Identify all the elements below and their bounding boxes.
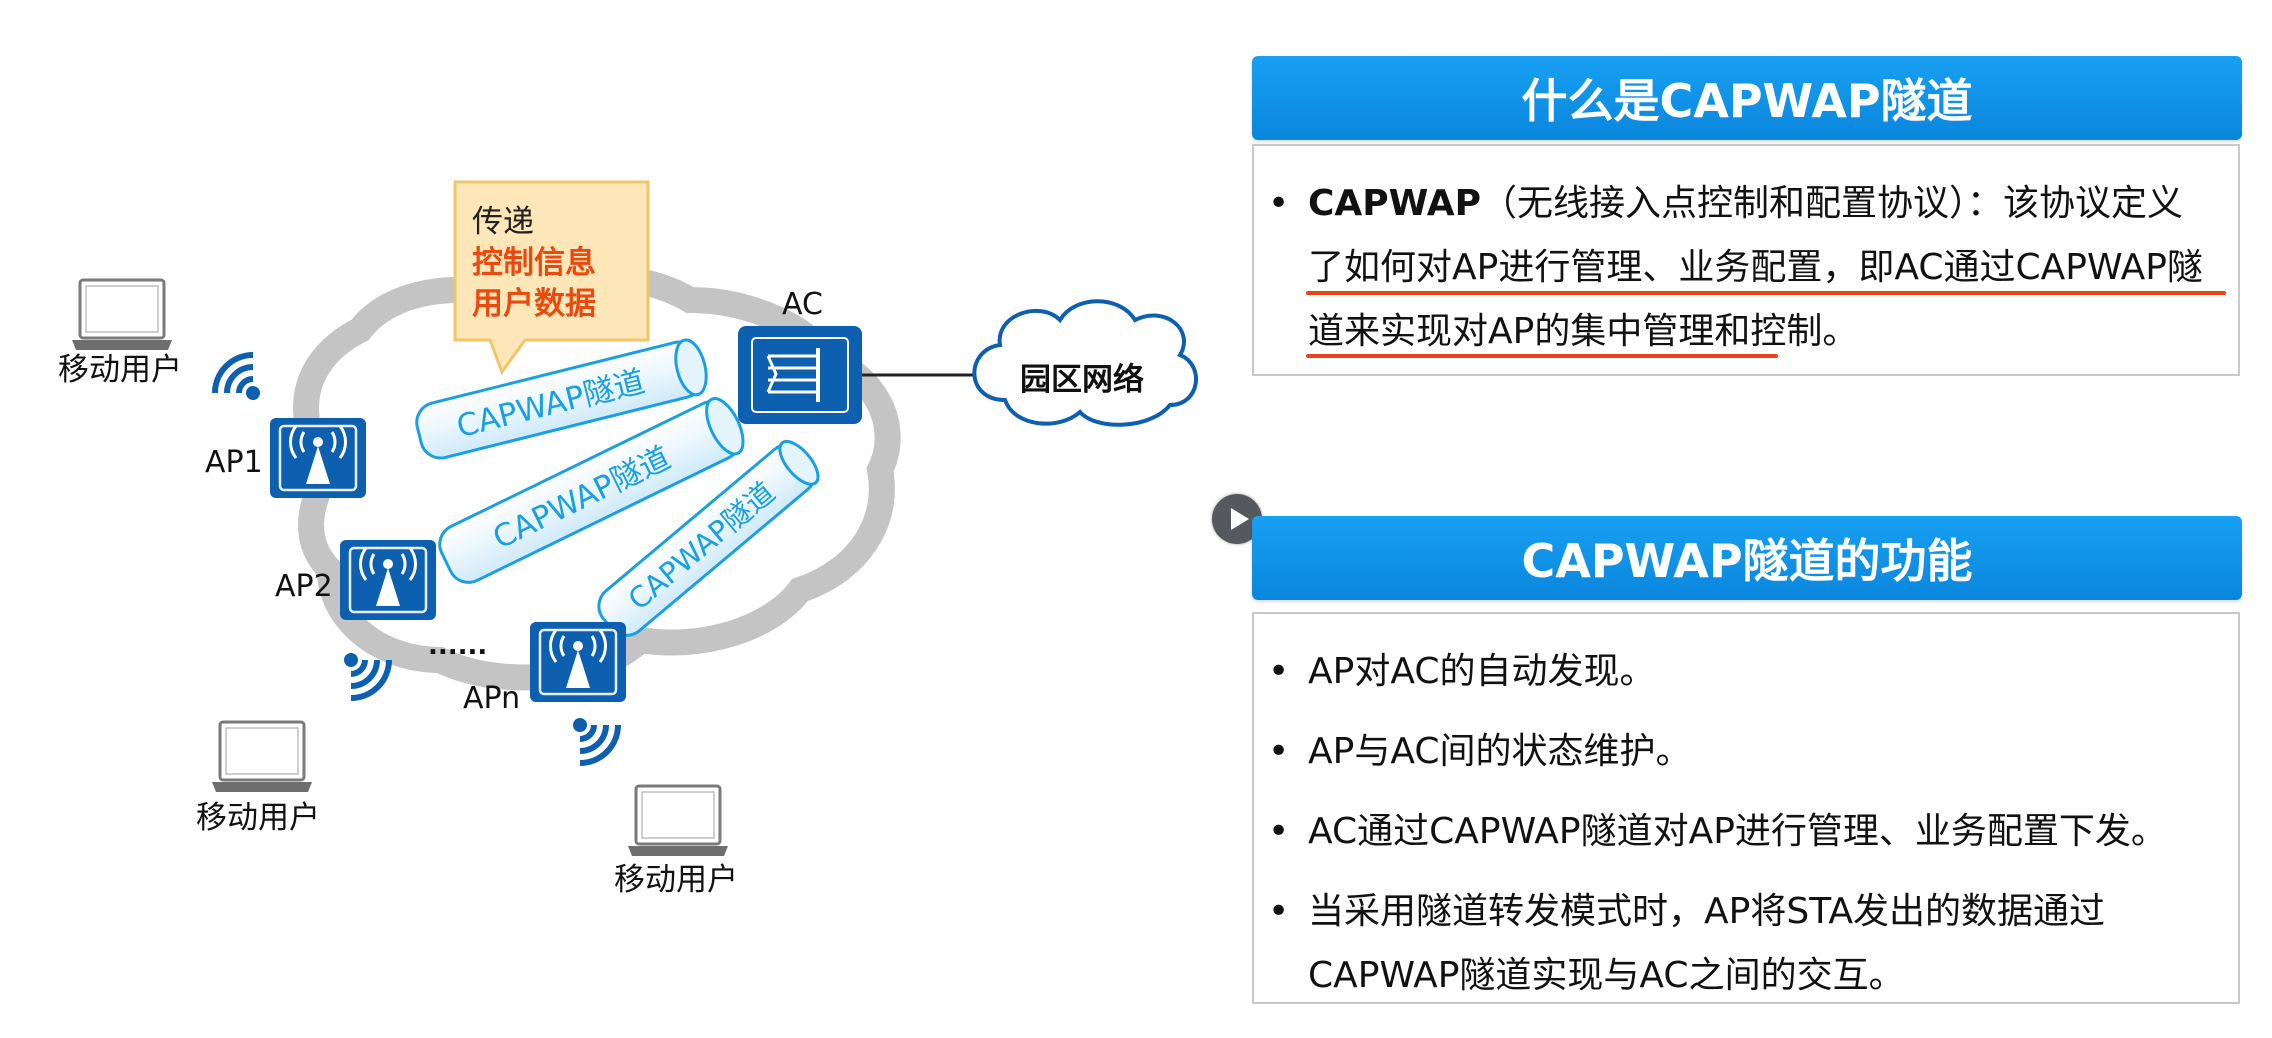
function-text-2: AP与AC间的状态维护。 (1308, 731, 1692, 772)
bullet-dot: • (1268, 811, 1290, 852)
function-item-1: • AP对AC的自动发现。 (1268, 640, 2228, 704)
definition-line3-row: 道来实现对AP的集中管理和控制。 (1268, 300, 2228, 364)
callout-line3: 用户数据 (472, 286, 596, 322)
function-item-3: • AC通过CAPWAP隧道对AP进行管理、业务配置下发。 (1268, 800, 2228, 864)
function-item-4: • 当采用隧道转发模式时，AP将STA发出的数据通过 (1268, 880, 2228, 944)
function-item-4-cont: CAPWAP隧道实现与AC之间的交互。 (1268, 944, 2228, 1008)
laptop-icon (626, 784, 730, 858)
bullet-dot: • (1268, 891, 1290, 932)
panel-title-what-is-capwap: 什么是CAPWAP隧道 (1252, 56, 2242, 140)
highlight-underline-1 (1306, 291, 2226, 295)
campus-network-label: 园区网络 (1020, 362, 1144, 398)
definition-bullet: • CAPWAP（无线接入点控制和配置协议）：该协议定义 (1268, 172, 2228, 236)
ap1-label: AP1 (205, 445, 263, 480)
laptop-icon (210, 720, 314, 794)
definition-line3: 道来实现对AP的集中管理和控制。 (1308, 311, 1859, 352)
wifi-signal-icon (573, 718, 618, 763)
function-text-4: 当采用隧道转发模式时，AP将STA发出的数据通过 (1308, 891, 2106, 932)
mobile-user-label-2: 移动用户 (196, 800, 320, 836)
function-item-2: • AP与AC间的状态维护。 (1268, 720, 2228, 784)
ap2-device (338, 538, 438, 622)
highlight-underline-2 (1306, 354, 1778, 358)
definition-line1: （无线接入点控制和配置协议）：该协议定义 (1481, 183, 2184, 224)
mobile-user-label-3: 移动用户 (614, 862, 738, 898)
definition-line2-row: 了如何对AP进行管理、业务配置，即AC通过CAPWAP隧 (1268, 236, 2228, 300)
bullet-dot: • (1268, 651, 1290, 692)
callout-line2: 控制信息 (472, 245, 596, 281)
capwap-term: CAPWAP (1308, 183, 1482, 224)
callout-line1: 传递 (472, 204, 534, 240)
function-text-5: CAPWAP隧道实现与AC之间的交互。 (1308, 955, 1905, 996)
apn-device (528, 620, 628, 704)
bullet-dot: • (1268, 731, 1290, 772)
ap1-device (268, 416, 368, 500)
wifi-signal-icon (215, 355, 260, 400)
ellipsis-dots: ...... (428, 631, 487, 661)
ap2-label: AP2 (275, 569, 333, 604)
campus-network-cloud: 园区网络 (972, 299, 1198, 427)
network-diagram: CAPWAP隧道 CAPWAP隧道 CAPWAP隧道 传递 控制信息 用户数据 … (58, 180, 1198, 898)
ac-device (738, 326, 862, 424)
ac-label: AC (782, 287, 823, 322)
function-text-3: AC通过CAPWAP隧道对AP进行管理、业务配置下发。 (1308, 811, 2167, 852)
bullet-dot: • (1268, 183, 1290, 224)
mobile-user-label-1: 移动用户 (58, 352, 182, 388)
panel-box-what-is-capwap: • CAPWAP（无线接入点控制和配置协议）：该协议定义 了如何对AP进行管理、… (1252, 144, 2240, 376)
panel-title-capwap-functions: CAPWAP隧道的功能 (1252, 516, 2242, 600)
function-text-1: AP对AC的自动发现。 (1308, 651, 1656, 692)
laptop-icon (70, 278, 174, 352)
panel-box-capwap-functions: • AP对AC的自动发现。 • AP与AC间的状态维护。 • AC通过CAPWA… (1252, 612, 2240, 1004)
callout-box: 传递 控制信息 用户数据 (453, 180, 650, 376)
apn-label: APn (463, 681, 520, 716)
definition-line2: 了如何对AP进行管理、业务配置，即AC通过CAPWAP隧 (1308, 247, 2203, 288)
